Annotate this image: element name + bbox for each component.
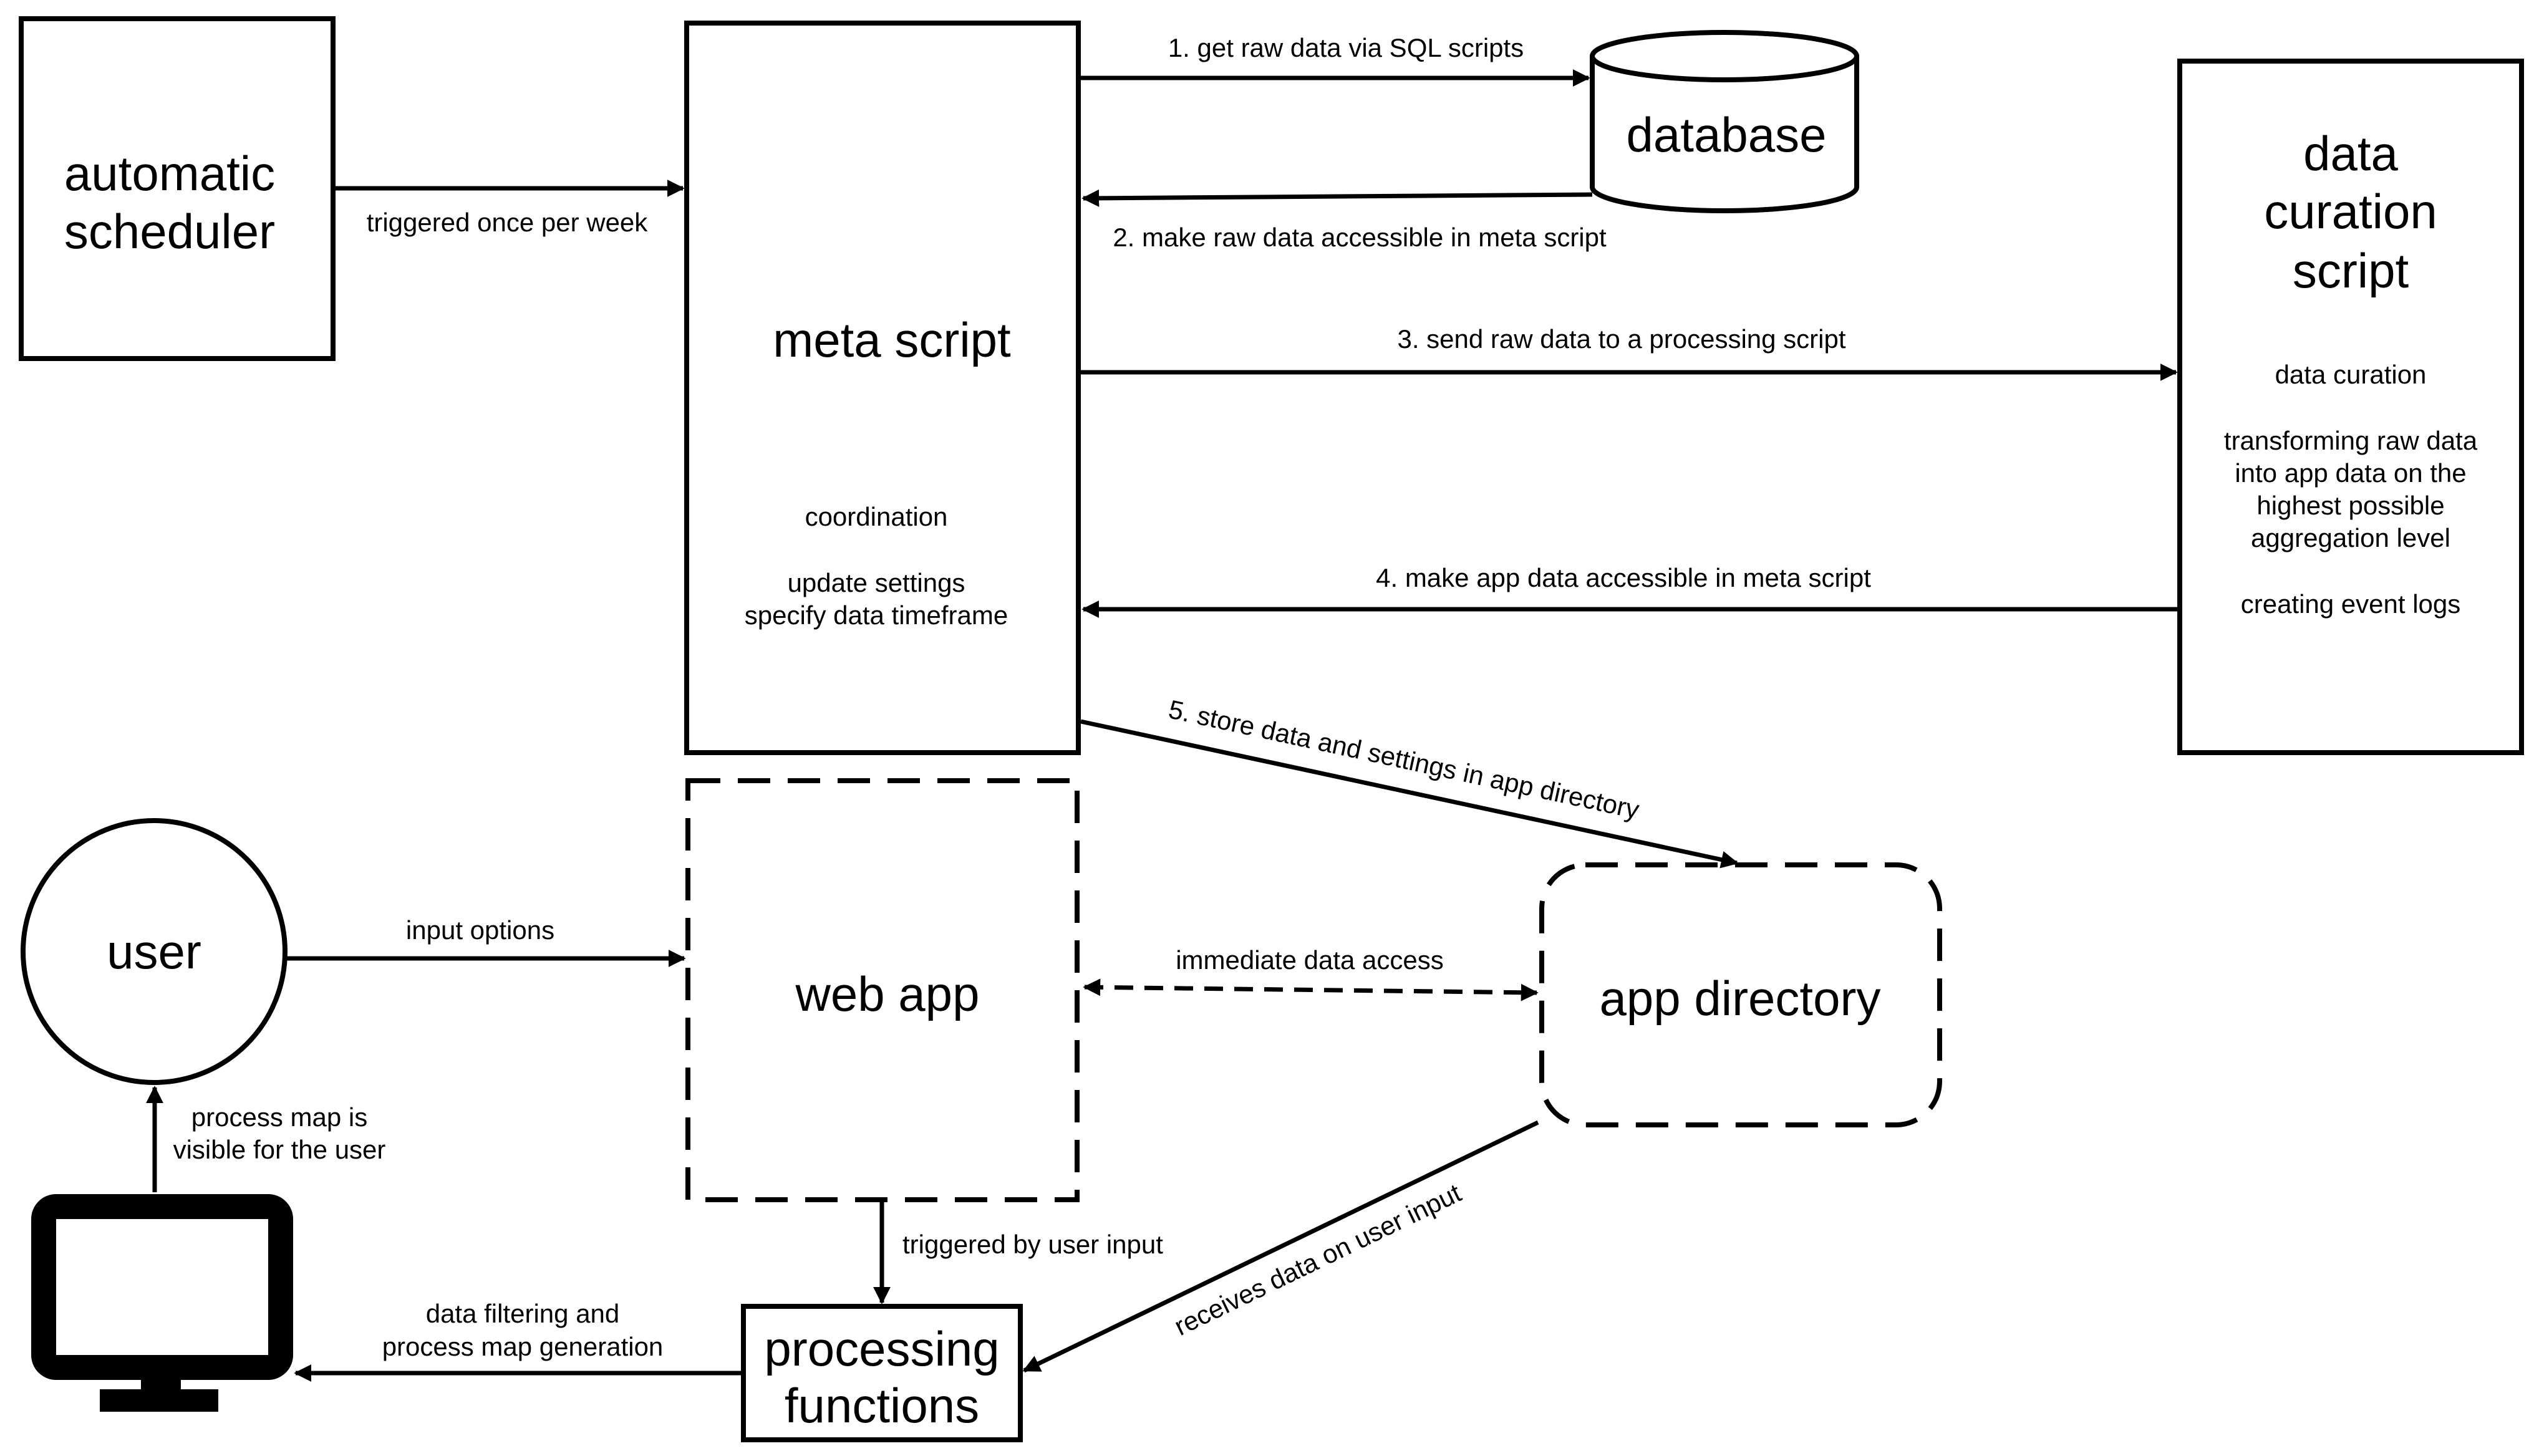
- edge-label-immediate-access: immediate data access: [1176, 945, 1444, 975]
- edge-database-to-meta: 2. make raw data accessible in meta scri…: [1081, 189, 1607, 252]
- processing-functions-box: processing functions: [741, 1304, 1023, 1442]
- edge-label-filtering-2: process map generation: [382, 1332, 664, 1361]
- edge-label-visible-1: process map is: [191, 1102, 367, 1132]
- edge-meta-to-curation: 3. send raw data to a processing script: [1081, 324, 2178, 381]
- monitor-icon: [31, 1194, 293, 1412]
- scheduler-label-line2: scheduler: [64, 204, 275, 259]
- database-cylinder: database: [1590, 30, 1859, 213]
- curation-note-transform-1: transforming raw data: [2224, 426, 2478, 455]
- edge-label-step4: 4. make app data accessible in meta scri…: [1376, 563, 1871, 592]
- curation-note-transform-4: aggregation level: [2251, 523, 2450, 552]
- scheduler-label-line1: automatic: [64, 146, 275, 201]
- edge-label-triggered-weekly: triggered once per week: [367, 208, 649, 237]
- edge-web-app-app-directory: immediate data access: [1083, 945, 1539, 1001]
- edge-label-receives-data: receives data on user input: [1169, 1178, 1466, 1341]
- edge-label-triggered-user: triggered by user input: [902, 1230, 1163, 1259]
- curation-note-curation: data curation: [2275, 360, 2427, 389]
- edge-label-filtering-1: data filtering and: [426, 1299, 620, 1328]
- meta-script-note-settings: update settings: [788, 568, 965, 597]
- edge-label-step2: 2. make raw data accessible in meta scri…: [1113, 223, 1607, 252]
- curation-title-line3: script: [2293, 243, 2409, 298]
- curation-title-line2: curation: [2264, 184, 2437, 239]
- meta-script-note-timeframe: specify data timeframe: [745, 600, 1008, 630]
- edge-label-input-options: input options: [406, 915, 554, 945]
- edge-label-step3: 3. send raw data to a processing script: [1397, 324, 1845, 354]
- meta-script-note-coordination: coordination: [805, 502, 948, 531]
- meta-script-title: meta script: [773, 312, 1011, 367]
- curation-note-transform-3: highest possible: [2256, 491, 2444, 520]
- edge-processing-to-monitor: data filtering and process map generatio…: [294, 1299, 741, 1382]
- edge-label-visible-2: visible for the user: [173, 1135, 386, 1164]
- curation-note-event-logs: creating event logs: [2241, 589, 2461, 619]
- web-app-box: web app: [685, 778, 1080, 1202]
- edge-curation-to-meta: 4. make app data accessible in meta scri…: [1081, 563, 2180, 618]
- processing-label-line2: functions: [785, 1378, 979, 1433]
- edge-label-step5: 5. store data and settings in app direct…: [1166, 694, 1642, 824]
- edge-web-app-to-processing: triggered by user input: [873, 1202, 1163, 1304]
- edge-monitor-to-user: process map is visible for the user: [146, 1086, 386, 1192]
- user-label: user: [107, 924, 201, 979]
- app-directory-label: app directory: [1600, 971, 1881, 1026]
- processing-label-line1: processing: [764, 1321, 999, 1376]
- edge-meta-to-database: 1. get raw data via SQL scripts: [1081, 33, 1590, 87]
- edge-user-to-web-app: input options: [286, 915, 686, 967]
- edge-label-step1: 1. get raw data via SQL scripts: [1168, 33, 1524, 62]
- curation-note-transform-2: into app data on the: [2235, 458, 2466, 488]
- app-directory-box: app directory: [1539, 862, 1942, 1127]
- edge-meta-to-app-directory: 5. store data and settings in app direct…: [1080, 694, 1739, 869]
- meta-script-box: meta script coordination update settings…: [684, 21, 1081, 755]
- scheduler-box: automatic scheduler: [19, 16, 336, 361]
- database-label: database: [1627, 107, 1827, 162]
- edge-scheduler-to-meta: triggered once per week: [336, 180, 685, 237]
- curation-title-line1: data: [2303, 126, 2398, 181]
- data-curation-script-box: data curation script data curation trans…: [2177, 59, 2524, 755]
- web-app-label: web app: [795, 967, 980, 1021]
- user-circle: user: [21, 818, 288, 1085]
